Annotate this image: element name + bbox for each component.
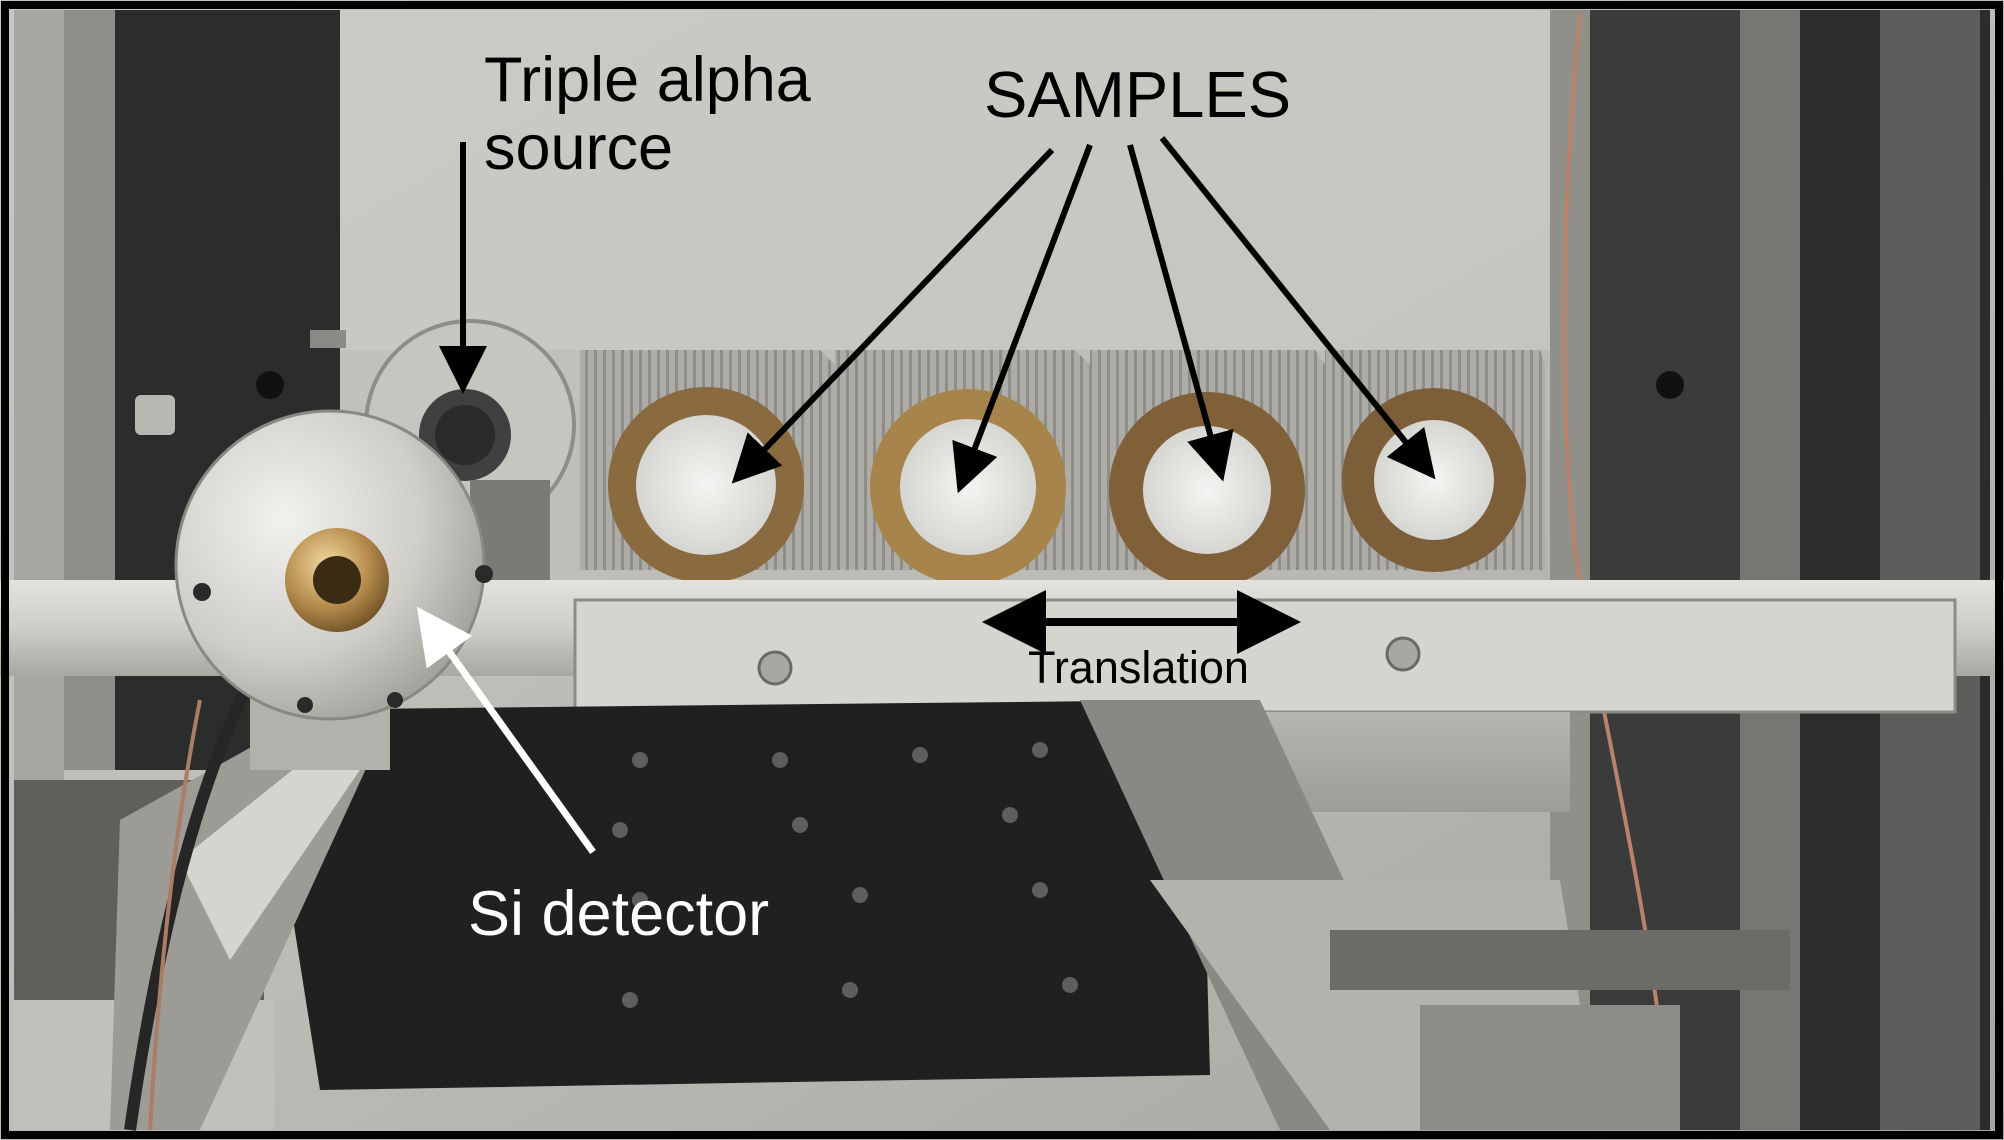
translation-label: Translation bbox=[1028, 642, 1249, 693]
si-detector bbox=[174, 409, 493, 770]
sample-arrow-2 bbox=[952, 143, 1093, 494]
si-detector-arrow bbox=[416, 606, 596, 855]
sample-arrow-1 bbox=[731, 147, 1055, 484]
sample-holders bbox=[580, 350, 1545, 588]
samples-label: SAMPLES bbox=[984, 58, 1292, 131]
si-detector-label: Si detector bbox=[468, 879, 770, 949]
triple-alpha-line2: source bbox=[484, 113, 674, 184]
triple-alpha-source-label: Triple alpha source bbox=[484, 46, 811, 182]
sample-arrow-3 bbox=[1127, 144, 1234, 482]
triple-alpha-line1: Triple alpha bbox=[484, 45, 811, 115]
sample-arrow-4 bbox=[1159, 136, 1436, 480]
